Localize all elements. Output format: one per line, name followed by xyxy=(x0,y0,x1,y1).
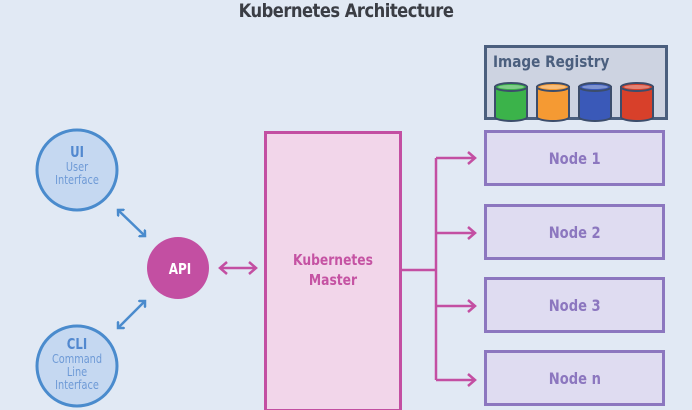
cli-sublabel-line-1: Command xyxy=(51,351,103,366)
node-3-box[interactable]: Node 3 xyxy=(484,277,665,333)
registry-image-cylinder-3[interactable] xyxy=(578,82,612,122)
cli-client-circle[interactable] xyxy=(35,324,119,408)
api-label: API xyxy=(168,260,192,278)
ui-client-circle[interactable] xyxy=(35,128,119,212)
cli-label: CLI xyxy=(66,335,88,353)
master-box[interactable] xyxy=(264,131,402,410)
ui-label: UI xyxy=(70,143,84,161)
diagram-title: Kubernetes Architecture xyxy=(238,0,454,22)
registry-image-cylinder-4[interactable] xyxy=(620,82,654,122)
cli-sublabel-line-2: Line xyxy=(66,364,88,379)
node-1-box[interactable]: Node 1 xyxy=(484,130,665,186)
ui-api-arrow xyxy=(118,210,145,236)
cli-sublabel-line-3: Interface xyxy=(55,377,99,392)
node-1-label: Node 1 xyxy=(548,148,601,168)
node-2-box[interactable]: Node 2 xyxy=(484,204,665,260)
image-registry-title: Image Registry xyxy=(493,52,610,71)
master-label-line-2: Master xyxy=(308,271,358,289)
registry-image-cylinder-1[interactable] xyxy=(494,82,528,122)
ui-client-label: UI User Interface xyxy=(46,144,108,186)
node-n-label: Node n xyxy=(548,368,601,388)
cli-client-label: CLI Command Line Interface xyxy=(46,336,108,391)
node-3-label: Node 3 xyxy=(548,295,601,315)
api-circle[interactable] xyxy=(147,237,209,299)
master-label: Kubernetes Master xyxy=(276,250,389,290)
registry-image-cylinder-2[interactable] xyxy=(536,82,570,122)
cli-api-arrow xyxy=(118,301,145,328)
ui-sublabel-line-2: Interface xyxy=(55,172,99,187)
master-label-line-1: Kubernetes xyxy=(293,251,373,269)
node-n-box[interactable]: Node n xyxy=(484,350,665,406)
node-2-label: Node 2 xyxy=(548,222,601,242)
ui-sublabel-line-1: User xyxy=(65,159,89,174)
